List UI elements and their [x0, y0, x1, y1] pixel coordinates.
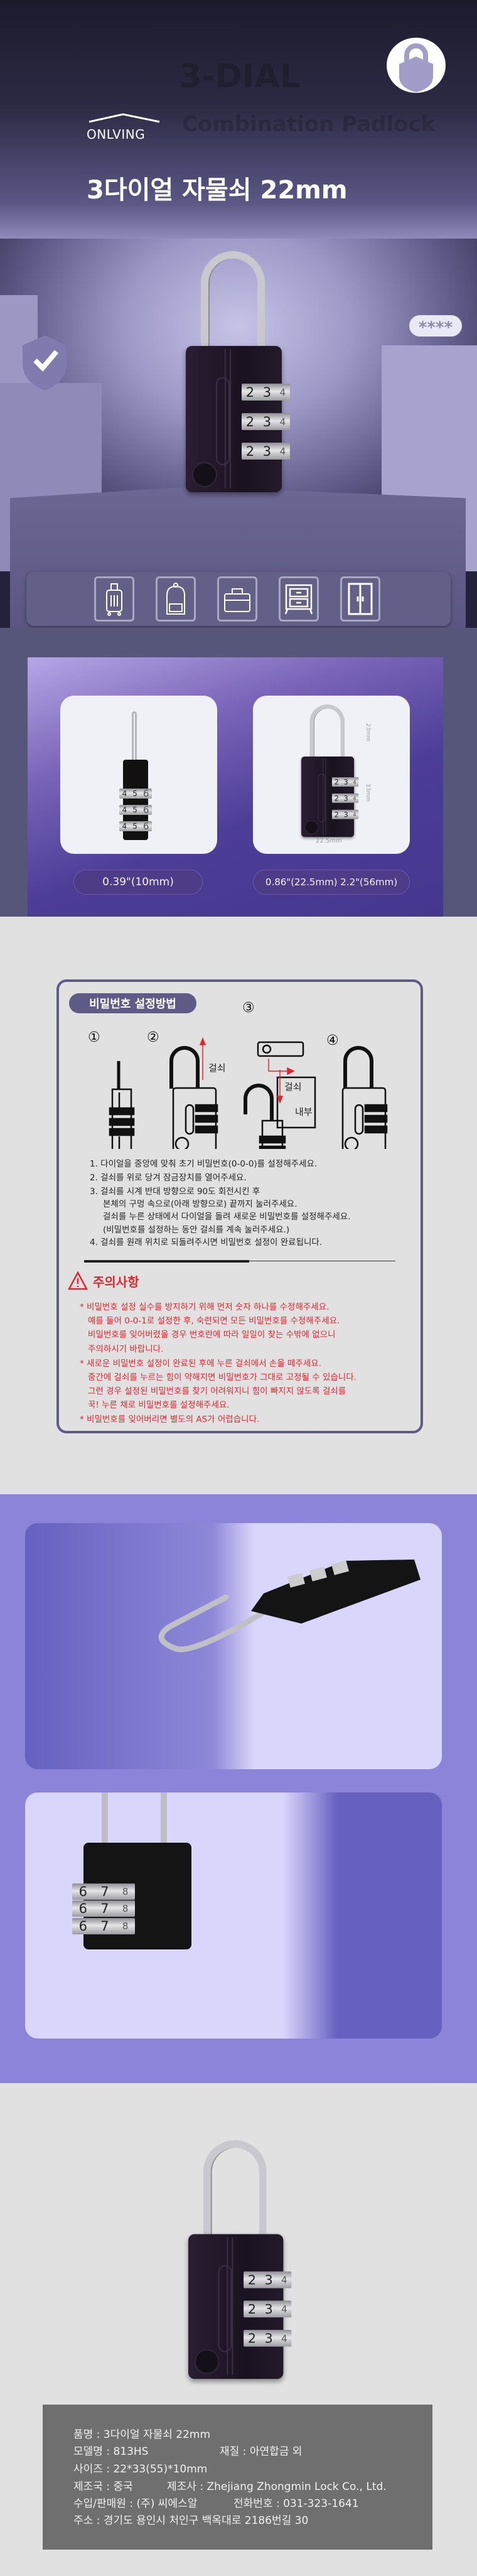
step-number: ③: [242, 1000, 255, 1016]
step-text: 4. 걸쇠를 원래 위치로 되돌려주시면 비밀번호 설정이 완료됩니다.: [90, 1237, 323, 1248]
hero-bg-subtitle: Combination Padlock: [182, 112, 436, 137]
caution-text: 중간에 걸쇠를 누르는 힘이 약해지면 비밀번호가 그대로 고정될 수 있습니다…: [88, 1372, 356, 1382]
step-number: ④: [326, 1033, 339, 1048]
spec-maker: 제조사 : Zhejiang Zhongmin Lock Co., Ltd.: [167, 2481, 387, 2493]
warning-icon: [68, 1271, 88, 1290]
shackle: [201, 251, 265, 361]
caution-text: 주의하시기 바랍니다.: [88, 1344, 164, 1354]
step-text: 본체의 구멍 속으로(아래 방향으로) 끝까지 눌러주세요.: [103, 1199, 297, 1209]
spec-phone: 전화번호 : 031-323-1641: [233, 2498, 359, 2510]
step-text: 2. 걸쇠를 위로 당겨 잠금장치를 열어주세요.: [90, 1173, 247, 1183]
caution-text: * 비밀번호를 잊어버리면 별도의 AS가 어렵습니다.: [80, 1415, 260, 1425]
hero-bg-title: 3-DIAL: [179, 58, 301, 95]
briefcase-icon: [217, 576, 257, 622]
suitcase-icon: [94, 576, 134, 622]
open-padlock-illustration: [158, 1560, 421, 1652]
shield-check-icon: [19, 331, 69, 392]
shackle: [132, 711, 137, 768]
page-title: 3다이얼 자물쇠 22mm: [87, 176, 348, 205]
spec-importer: 수입/판매원 : (주) 씨에스알: [73, 2498, 198, 2510]
caution-text: 꾹! 누른 채로 비밀번호를 설정해주세요.: [88, 1400, 230, 1410]
step-text: 1. 다이얼을 중앙에 맞춰 초기 비밀번호(0-0-0)를 설정해주세요.: [90, 1159, 318, 1169]
use-case-icon-bar: [26, 572, 451, 626]
spec-origin: 제조국 : 중국: [73, 2481, 133, 2493]
spec-material: 재질 : 아연합금 외: [220, 2445, 303, 2458]
spec-size: 사이즈 : 22*33(55)*10mm: [73, 2463, 208, 2476]
spec-name: 품명 : 3다이얼 자물쇠 22mm: [73, 2428, 211, 2441]
size-label: 0.86"(22.5mm) 2.2"(56mm): [253, 870, 410, 895]
open-lock-photo: [25, 1523, 442, 1769]
howto-title: 비밀번호 설정방법: [69, 993, 196, 1013]
divider-accent: [84, 1260, 249, 1263]
caution-text: 그런 경우 설정된 비밀번호를 찾기 어려워지니 힘이 빠지지 않도록 걸쇠를: [88, 1386, 346, 1396]
step-number: ①: [88, 1030, 100, 1045]
inside-label: 내부: [295, 1106, 313, 1118]
thickness-label: 0.39"(10mm): [73, 870, 203, 895]
shackle: [102, 1792, 167, 1849]
hero-top-gradient: [0, 0, 477, 239]
shackle-label: 걸쇠: [208, 1062, 226, 1074]
dim-width-label: 22.5mm: [316, 838, 342, 844]
howto-diagram: [109, 1037, 388, 1149]
cabinet-icon: [279, 576, 319, 622]
caution-text: 비밀번호를 잊어버렸을 경우 번호란에 따라 일일이 찾는 수밖에 없으니: [88, 1330, 336, 1340]
wardrobe-icon: [340, 576, 380, 622]
password-setting-panel: [56, 979, 423, 1433]
shackle-label: 걸쇠: [284, 1081, 302, 1092]
caution-text: 예를 들어 0-0-1로 설정한 후, 숙련되면 모든 비밀번호를 수정해주세요…: [88, 1316, 340, 1326]
step-text: (비밀번호를 설정하는 동안 걸쇠를 계속 눌러주세요.): [103, 1225, 290, 1235]
brand-name: ONLVING: [87, 127, 146, 142]
spec-address: 주소 : 경기도 용인시 처인구 백옥대로 2186번길 30: [73, 2514, 309, 2527]
spec-box: [43, 2405, 432, 2550]
step-number: ②: [147, 1030, 159, 1045]
step-text: 3. 걸쇠를 시계 반대 방향으로 90도 회전시킨 후: [90, 1187, 260, 1197]
step-text: 걸쇠를 누른 상태에서 다이얼을 돌려 새로운 비밀번호를 설정해주세요.: [103, 1212, 351, 1222]
caution-title: 주의사항: [93, 1275, 139, 1290]
password-mask-badge: ****: [409, 315, 462, 337]
dim-height-label: 23mm: [365, 723, 371, 741]
brand-logo: ONLVING: [87, 113, 162, 142]
caution-text: * 비밀번호 설정 실수를 방지하기 위해 먼저 숫자 하나를 수정해주세요.: [80, 1302, 330, 1312]
caution-text: * 새로운 비밀번호 설정이 완료된 후에 누른 걸쇠에서 손을 떼주세요.: [80, 1359, 322, 1369]
backpack-icon: [156, 576, 196, 622]
padlock-badge-icon: [387, 38, 446, 93]
spec-model: 모델명 : 813HS: [73, 2445, 149, 2458]
dim-body-label: 33mm: [365, 784, 371, 802]
